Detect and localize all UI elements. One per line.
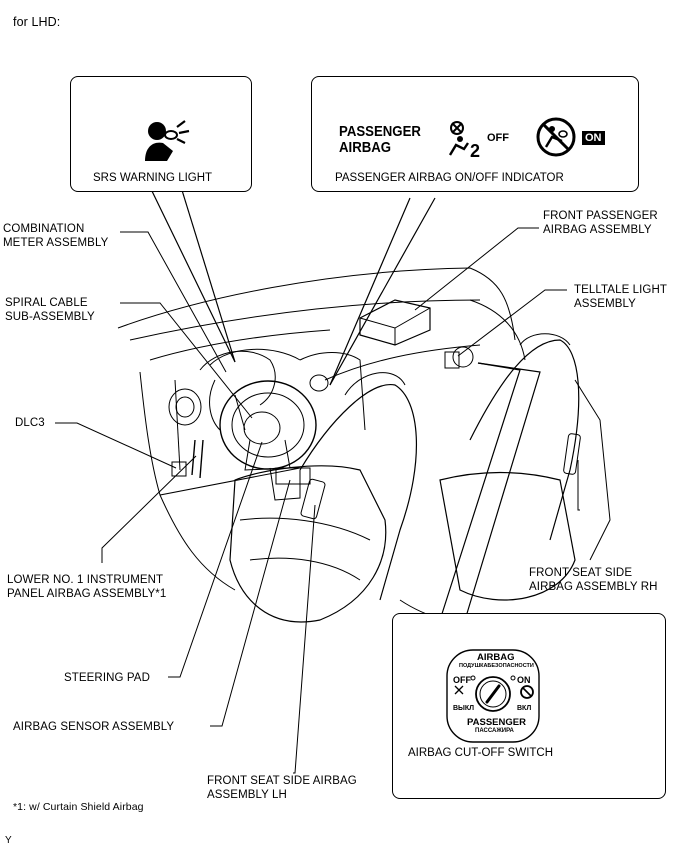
label-telltale: TELLTALE LIGHT ASSEMBLY xyxy=(574,284,668,310)
dial-off-sub: ВЫКЛ xyxy=(453,705,475,712)
dial-bottom-label: PASSENGER xyxy=(467,717,526,728)
label-front-seat-rh: FRONT SEAT SIDE AIRBAG ASSEMBLY RH xyxy=(529,567,658,593)
label-lower-airbag: LOWER NO. 1 INSTRUMENT PANEL AIRBAG ASSE… xyxy=(7,574,167,600)
cutoff-caption: AIRBAG CUT-OFF SWITCH xyxy=(408,747,554,759)
variant-heading: for LHD: xyxy=(13,15,61,29)
dial-off-label: OFF xyxy=(453,675,471,685)
srs-warning-light-box: SRS WARNING LIGHT xyxy=(70,76,252,192)
passenger-indicator-box: PASSENGER AIRBAG 2 OFF ON PASSENGER AIRB… xyxy=(311,76,639,192)
on-badge: ON xyxy=(582,131,605,145)
svg-text:2: 2 xyxy=(470,141,480,159)
corner-mark: Y xyxy=(5,835,12,846)
passenger-airbag-off-icon: 2 xyxy=(448,121,480,159)
label-dlc3: DLC3 xyxy=(15,417,45,429)
label-front-passenger-airbag: FRONT PASSENGER AIRBAG ASSEMBLY xyxy=(543,210,658,236)
passenger-caption: PASSENGER AIRBAG ON/OFF INDICATOR xyxy=(335,172,564,184)
footnote: *1: w/ Curtain Shield Airbag xyxy=(13,801,144,813)
passenger-airbag-on-icon xyxy=(536,117,576,157)
dial-on-sub: ВКЛ xyxy=(517,705,532,712)
label-airbag-sensor: AIRBAG SENSOR ASSEMBLY xyxy=(13,721,175,733)
dial-top-label: AIRBAG xyxy=(477,652,515,663)
label-combination-meter: COMBINATION METER ASSEMBLY xyxy=(3,223,109,249)
off-label: OFF xyxy=(487,132,509,144)
label-steering-pad: STEERING PAD xyxy=(64,672,150,684)
dial-top-sub: ПОДУШКАБЕЗОПАСНОСТИ xyxy=(459,663,534,669)
label-front-seat-lh: FRONT SEAT SIDE AIRBAG ASSEMBLY LH xyxy=(207,775,357,801)
dial-on-label: ON xyxy=(517,675,531,685)
srs-caption: SRS WARNING LIGHT xyxy=(93,172,213,184)
passenger-airbag-text-icon: PASSENGER AIRBAG xyxy=(339,123,421,156)
dial-bottom-sub: ПАССАЖИРА xyxy=(475,728,514,734)
cutoff-switch-box: AIRBAG ПОДУШКАБЕЗОПАСНОСТИ OFF ВЫКЛ ON В… xyxy=(392,613,666,799)
airbag-person-icon xyxy=(145,120,190,161)
cutoff-dial xyxy=(446,649,540,743)
label-spiral-cable: SPIRAL CABLE SUB-ASSEMBLY xyxy=(5,297,95,323)
